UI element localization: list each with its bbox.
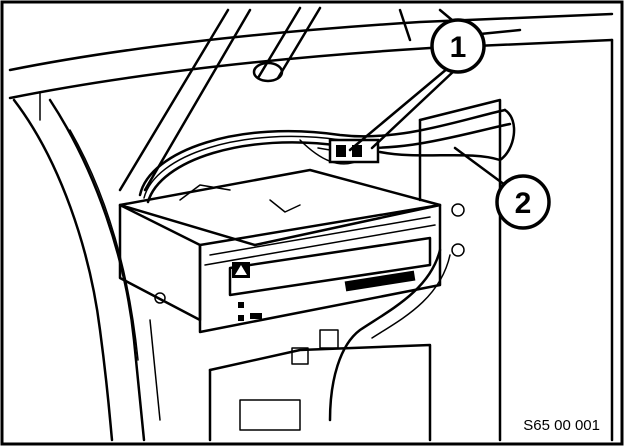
- left-pillar: [12, 98, 146, 442]
- mounting-bracket: [154, 98, 502, 442]
- connector: [317, 138, 380, 164]
- body-panel: [8, 12, 614, 442]
- lower-structure: [149, 319, 432, 442]
- figure-code: S65 00 001: [523, 417, 600, 434]
- radio-unit: [118, 168, 442, 334]
- callout-1: 1: [348, 18, 486, 152]
- callout-2-label: 2: [515, 187, 532, 220]
- callout-2: 2: [453, 146, 551, 230]
- callout-1-label: 1: [450, 31, 467, 64]
